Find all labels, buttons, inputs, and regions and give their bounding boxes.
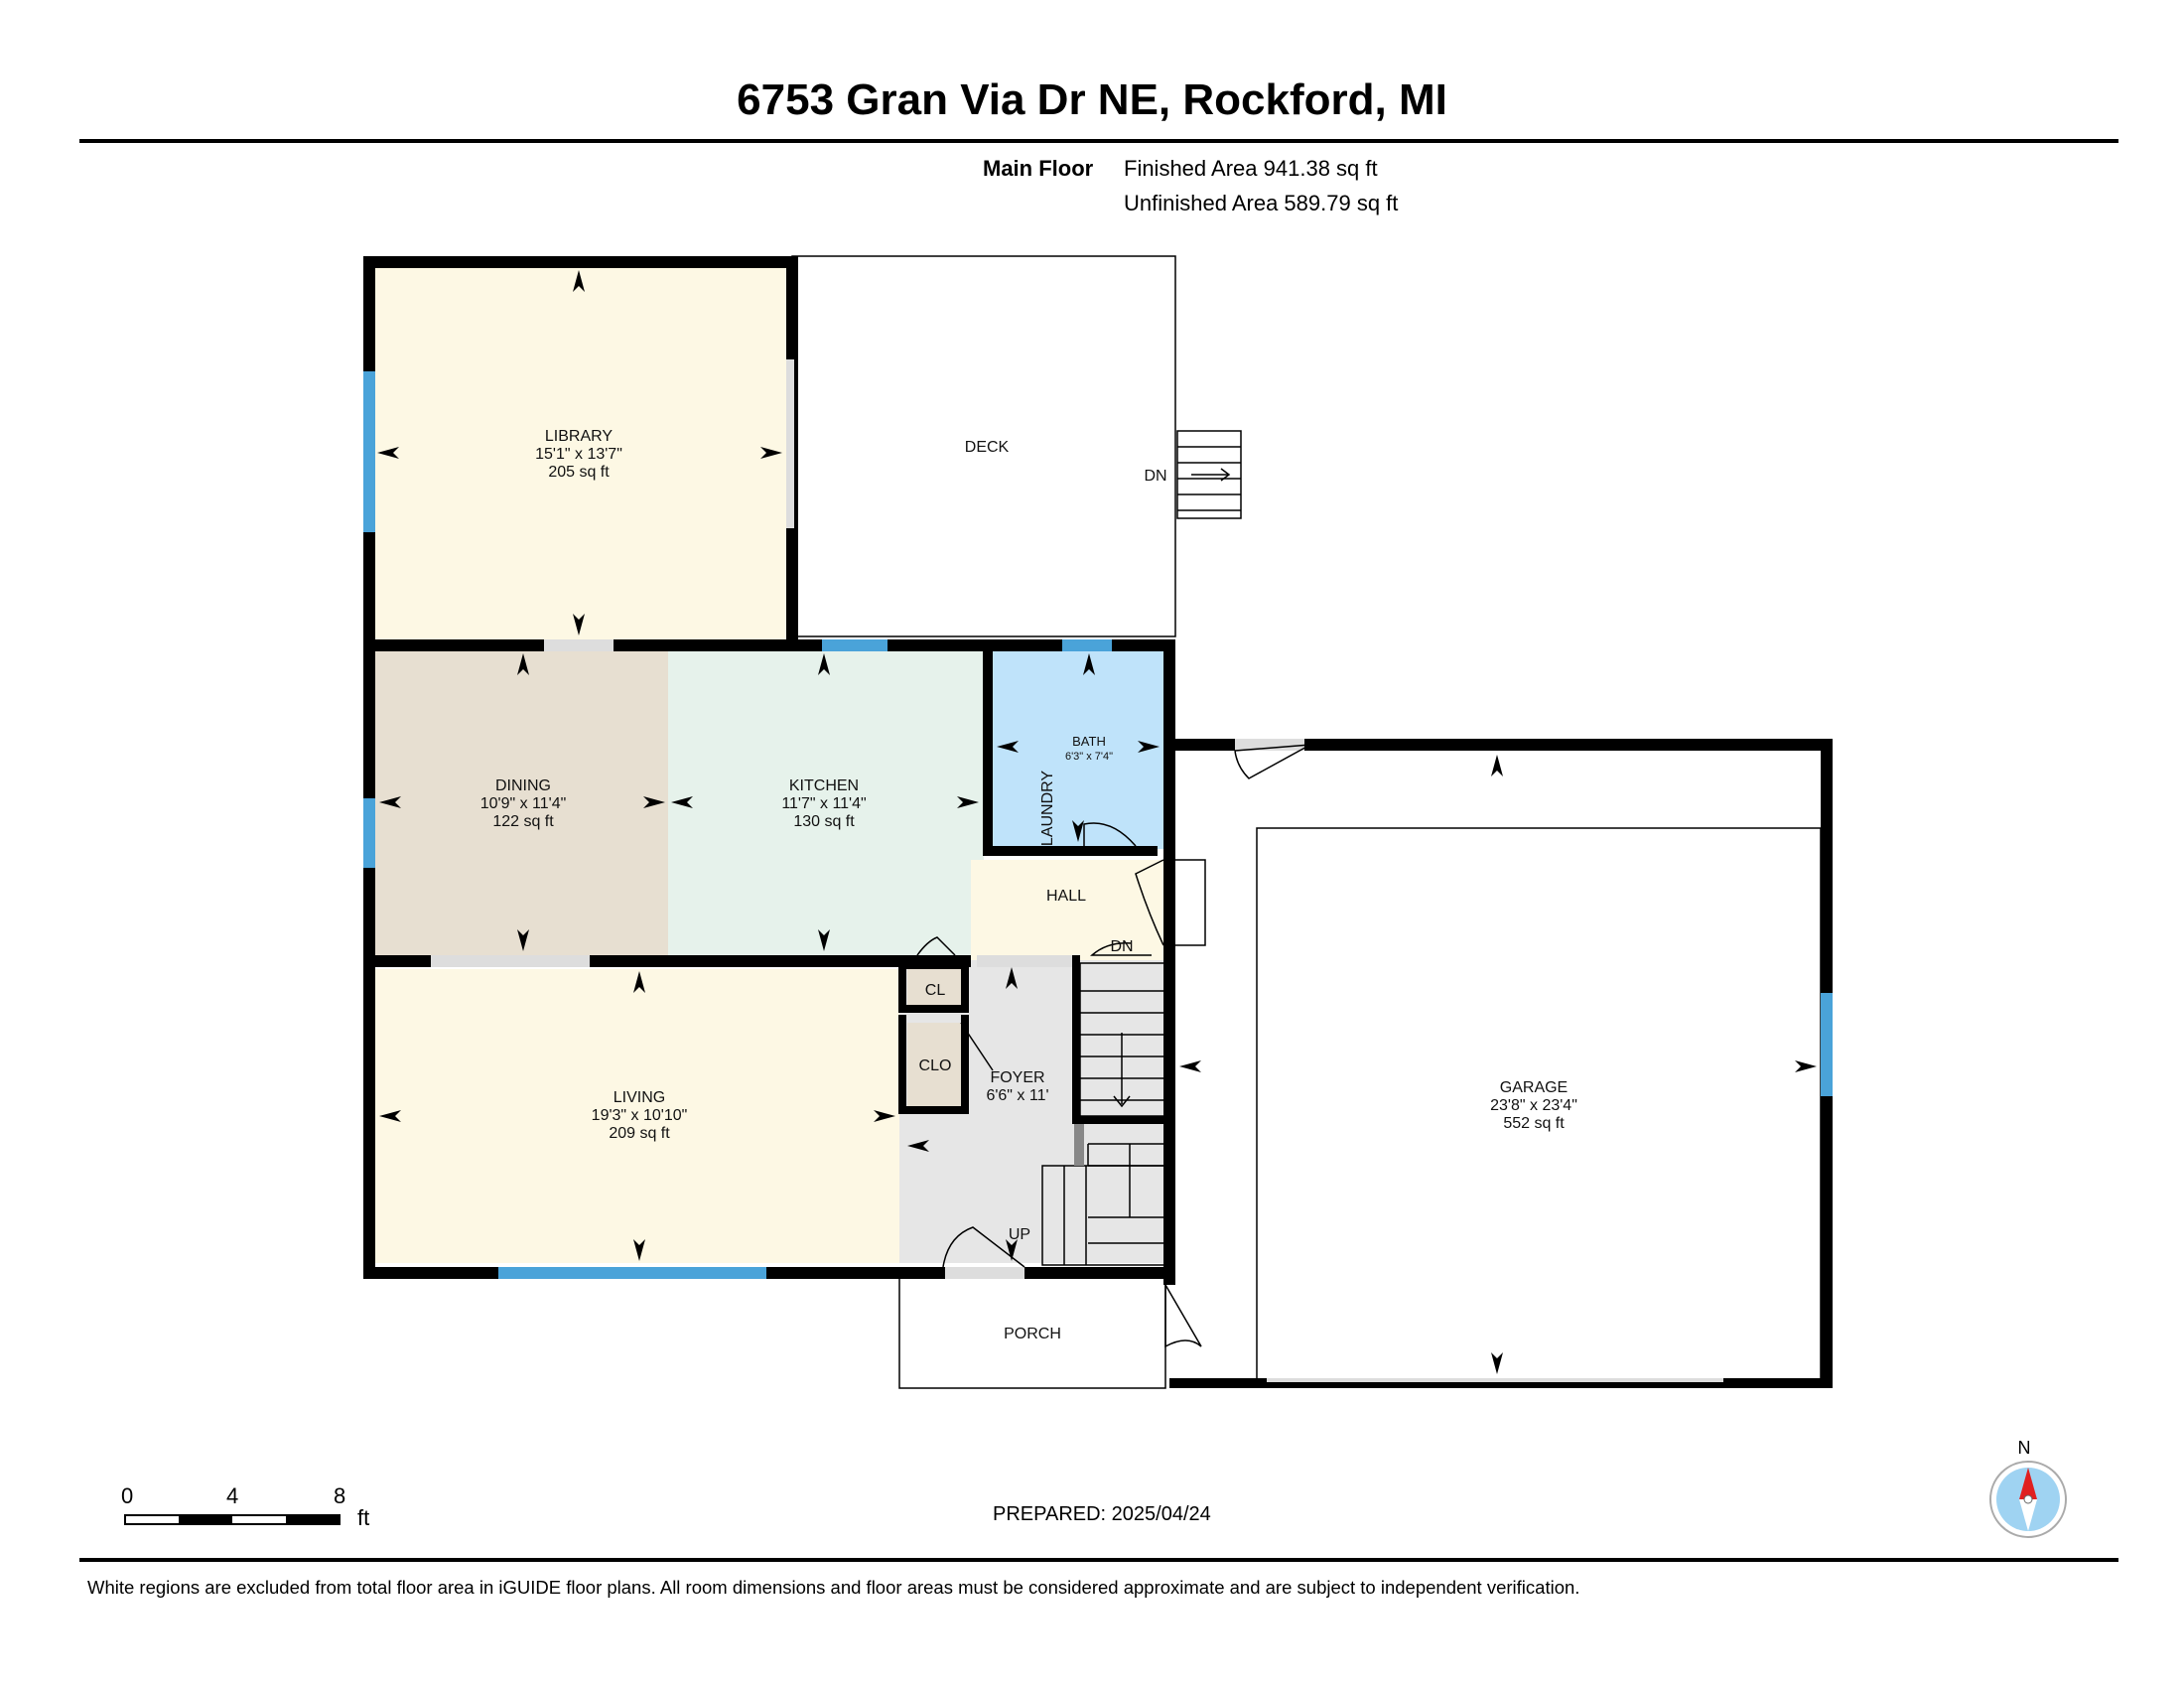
kitchen-dims: 11'7" x 11'4" — [781, 795, 866, 812]
library-area: 205 sq ft — [548, 464, 610, 481]
hall-fill — [971, 860, 1168, 960]
scale-bar — [124, 1514, 341, 1525]
top-rule — [79, 139, 2118, 143]
bath-name: BATH — [1072, 734, 1106, 749]
porch-outline — [898, 1272, 1166, 1389]
openings — [431, 359, 1723, 1382]
stairs — [1041, 430, 1242, 1266]
cl-name: CL — [925, 982, 946, 999]
foyer-dims: 6'6" x 11' — [986, 1087, 1048, 1104]
deck-name: DECK — [965, 439, 1010, 456]
dining-fill — [375, 650, 668, 960]
finished-area: Finished Area 941.38 sq ft — [1124, 156, 1378, 181]
clo-name: CLO — [919, 1057, 952, 1074]
garage-dims: 23'8" x 23'4" — [1490, 1097, 1577, 1114]
compass-label: N — [2018, 1438, 2031, 1458]
garage-area: 552 sq ft — [1503, 1115, 1565, 1132]
living-dims: 19'3" x 10'10" — [592, 1107, 688, 1124]
clo-fill — [907, 1023, 963, 1108]
page-title: 6753 Gran Via Dr NE, Rockford, MI — [737, 75, 1447, 124]
scale-tick-0: 0 — [121, 1483, 134, 1508]
dining-area: 122 sq ft — [492, 813, 554, 830]
unfinished-area: Unfinished Area 589.79 sq ft — [1124, 191, 1399, 215]
scale-tick-8: 8 — [334, 1483, 346, 1508]
garage-name: GARAGE — [1500, 1079, 1568, 1096]
cl-fill — [907, 965, 963, 1011]
scale-tick-4: 4 — [226, 1483, 239, 1508]
deck-outline — [791, 255, 1176, 637]
living-name: LIVING — [614, 1089, 665, 1106]
kitchen-name: KITCHEN — [789, 777, 859, 794]
hall-name: HALL — [1046, 888, 1086, 905]
bath-fill — [993, 650, 1166, 849]
scale-unit: ft — [357, 1505, 370, 1530]
kitchen-fill — [668, 650, 984, 960]
foyer-name: FOYER — [990, 1069, 1044, 1086]
stair-post — [1074, 1124, 1084, 1166]
windows — [363, 371, 1833, 1279]
porch-name: PORCH — [1004, 1326, 1061, 1342]
living-area: 209 sq ft — [609, 1125, 670, 1142]
compass-icon: N — [1989, 1438, 2067, 1538]
library-dims: 15'1" x 13'7" — [535, 446, 622, 463]
library-fill — [373, 268, 786, 645]
living-fill — [375, 969, 899, 1263]
laundry-name: LAUNDRY — [1039, 771, 1056, 847]
disclaimer-text: White regions are excluded from total fl… — [87, 1577, 1580, 1598]
library-name: LIBRARY — [545, 428, 614, 445]
bottom-rule — [79, 1558, 2118, 1562]
dining-name: DINING — [495, 777, 551, 794]
garage-inner — [1256, 827, 1822, 1385]
hall-stair-label: DN — [1110, 938, 1133, 955]
door-swings — [916, 744, 1311, 1348]
kitchen-area: 130 sq ft — [793, 813, 855, 830]
foyer-stair-label: UP — [1009, 1226, 1030, 1243]
prepared-date: PREPARED: 2025/04/24 — [993, 1503, 1211, 1525]
deck-stair-label: DN — [1144, 468, 1166, 485]
bath-dims: 6'3" x 7'4" — [1065, 751, 1113, 763]
dining-dims: 10'9" x 11'4" — [480, 795, 567, 812]
floor-name: Main Floor — [983, 156, 1094, 181]
dimension-arrows — [377, 270, 1817, 1374]
